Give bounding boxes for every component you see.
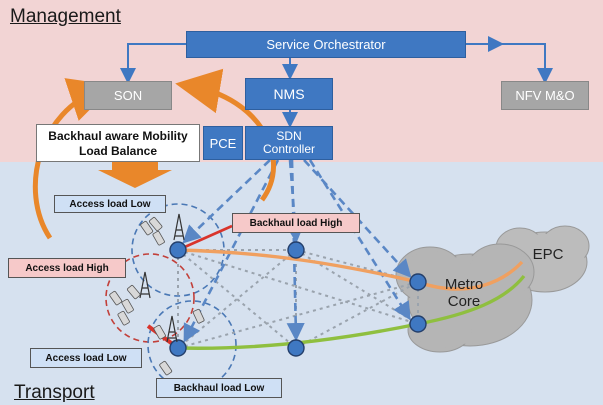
cell-boundary-top xyxy=(131,203,225,297)
mobility-load-balance-box: Backhaul aware Mobility Load Balance xyxy=(36,124,200,162)
backhaul-path-low xyxy=(177,274,526,350)
backhaul-load-label-low: Backhaul load Low xyxy=(156,378,282,398)
transport-zone-title: Transport xyxy=(14,382,95,403)
cell-boundary-bottom xyxy=(147,300,237,390)
backhaul-load-label-high: Backhaul load High xyxy=(232,213,360,233)
orchestrator-to-nfv-link xyxy=(466,43,553,84)
radio-link-high xyxy=(177,224,233,252)
epc-label: EPC xyxy=(532,246,564,263)
sdn-controller-node: SDN Controller xyxy=(245,126,333,160)
antenna-icon xyxy=(139,213,185,343)
transport-mesh-links xyxy=(177,249,419,349)
nfv-mano-node: NFV M&O xyxy=(501,81,589,110)
mobile-device-icon xyxy=(109,217,205,376)
pce-node: PCE xyxy=(203,126,243,160)
access-load-label-top: Access load Low xyxy=(54,195,166,213)
mlb-feedback-arrow-left xyxy=(32,78,115,240)
transport-node xyxy=(169,241,427,357)
metro-core-label: Metro Core xyxy=(444,276,484,310)
service-orchestrator-node: Service Orchestrator xyxy=(186,31,466,58)
access-load-label-bottom: Access load Low xyxy=(30,348,142,368)
management-zone-title: Management xyxy=(10,6,121,27)
orchestrator-to-son-link xyxy=(120,43,186,84)
backhaul-path-high xyxy=(177,248,524,291)
nms-node: NMS xyxy=(245,78,333,110)
cell-boundary-middle xyxy=(105,253,195,343)
access-load-label-high: Access load High xyxy=(8,258,126,278)
mlb-down-arrow xyxy=(98,160,172,188)
son-node: SON xyxy=(84,81,172,110)
